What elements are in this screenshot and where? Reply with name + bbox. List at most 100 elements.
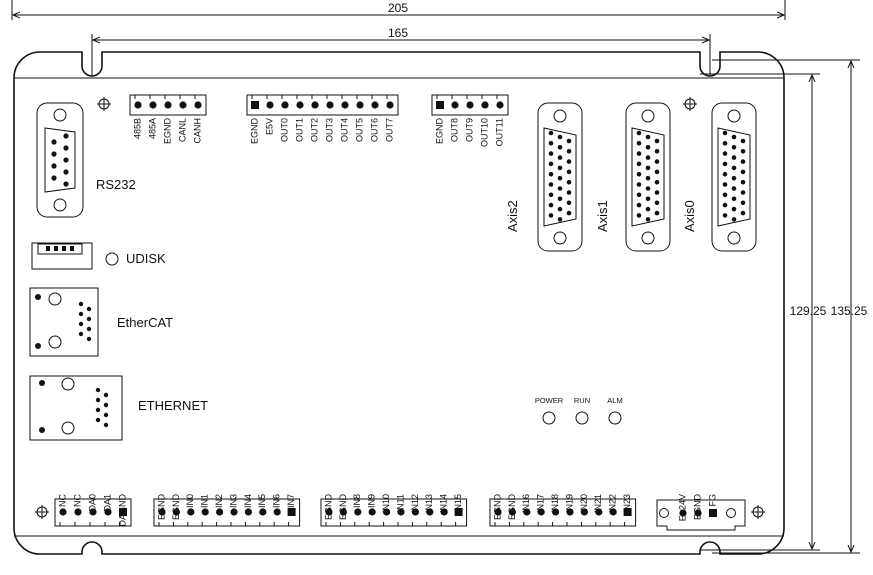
terminal-label: EGND bbox=[507, 494, 517, 521]
dim-width-outer: 205 bbox=[388, 1, 408, 15]
terminal-pin bbox=[104, 508, 112, 516]
ethernet-label: ETHERNET bbox=[138, 398, 208, 413]
terminal-pin bbox=[371, 101, 379, 109]
terminal-pin bbox=[508, 508, 516, 516]
mount-cross-top-right bbox=[683, 97, 697, 111]
terminal-pin bbox=[566, 508, 574, 516]
axis2-label: Axis2 bbox=[505, 200, 520, 232]
terminal-pin bbox=[179, 101, 187, 109]
udisk-label: UDISK bbox=[126, 251, 166, 266]
terminal-label: E+24V bbox=[677, 494, 687, 521]
terminal-pin bbox=[325, 508, 333, 516]
terminal-pin bbox=[273, 508, 281, 516]
terminal-pin bbox=[194, 101, 202, 109]
terminal-label: IN19 bbox=[564, 494, 574, 513]
terminal-pin bbox=[341, 101, 349, 109]
terminal-pin bbox=[149, 101, 157, 109]
terminal-label: IN17 bbox=[536, 494, 546, 513]
terminal-pin bbox=[216, 508, 224, 516]
board-outline bbox=[13, 51, 785, 555]
terminal-pin bbox=[354, 508, 362, 516]
terminal-pin bbox=[623, 508, 632, 516]
terminal-label: IN16 bbox=[521, 494, 531, 513]
power-led bbox=[542, 411, 556, 425]
terminal-label: EGND bbox=[692, 494, 702, 521]
terminal-pin bbox=[296, 101, 304, 109]
terminal-pin bbox=[466, 101, 474, 109]
terminal-label: IN12 bbox=[410, 494, 420, 513]
rs232-connector bbox=[36, 102, 84, 218]
terminal-label: IN14 bbox=[439, 494, 449, 513]
axis1-connector bbox=[625, 102, 671, 252]
terminal-label: OUT9 bbox=[464, 118, 474, 142]
terminal-pin bbox=[134, 101, 142, 109]
terminal-label: EGND bbox=[162, 118, 172, 145]
terminal-label: EGND bbox=[323, 494, 333, 521]
terminal-pin bbox=[259, 508, 267, 516]
terminal-pin bbox=[397, 508, 405, 516]
terminal-pin bbox=[595, 508, 603, 516]
terminal-label: OUT5 bbox=[354, 118, 364, 142]
terminal-pin bbox=[339, 508, 347, 516]
terminal-label: OUT7 bbox=[384, 118, 394, 142]
terminal-label: 485B bbox=[132, 118, 142, 139]
terminal-pin bbox=[481, 101, 489, 109]
power-led-label: POWER bbox=[535, 396, 564, 405]
terminal-label: OUT4 bbox=[339, 118, 349, 142]
terminal-label: IN4 bbox=[243, 494, 253, 508]
terminal-label: OUT11 bbox=[494, 118, 504, 146]
alm-led bbox=[608, 411, 622, 425]
terminal-pin bbox=[201, 508, 209, 516]
terminal-pin bbox=[494, 508, 502, 516]
terminal-label: IN2 bbox=[214, 494, 224, 508]
terminal-label: IN0 bbox=[185, 494, 195, 508]
terminal-label: OUT6 bbox=[369, 118, 379, 142]
terminal-pin bbox=[158, 508, 166, 516]
terminal-pin bbox=[59, 508, 67, 516]
terminal-label: 485A bbox=[147, 118, 157, 139]
alm-led-label: ALM bbox=[607, 396, 622, 405]
terminal-label: OUT0 bbox=[279, 118, 289, 142]
terminal-pin bbox=[266, 101, 274, 109]
terminal-label: IN5 bbox=[257, 494, 267, 508]
terminal-pin bbox=[386, 101, 394, 109]
terminal-pin bbox=[426, 508, 434, 516]
terminal-pin bbox=[537, 508, 545, 516]
dimension-lines bbox=[11, 0, 860, 554]
ethernet-port bbox=[29, 375, 123, 441]
terminal-label: EGND bbox=[338, 494, 348, 521]
terminal-pin bbox=[311, 101, 319, 109]
dim-height-outer: 135.25 bbox=[831, 304, 868, 318]
terminal-pin bbox=[326, 101, 334, 109]
terminal-pin bbox=[89, 508, 97, 516]
terminal-label: DAGND bbox=[117, 494, 127, 527]
terminal-pin bbox=[694, 509, 702, 517]
terminal-label: EGND bbox=[492, 494, 502, 521]
terminal-label: EGND bbox=[249, 118, 259, 145]
terminal-label: EGND bbox=[171, 494, 181, 521]
terminal-power: E+24V EGND FG bbox=[656, 494, 746, 531]
mount-cross-top-left bbox=[97, 97, 111, 111]
terminal-label: IN22 bbox=[608, 494, 618, 513]
terminal-label: FG bbox=[707, 494, 717, 507]
mount-cross-bottom-right bbox=[751, 505, 765, 519]
terminal-label: EGND bbox=[156, 494, 166, 521]
terminal-pin bbox=[356, 101, 364, 109]
terminal-label: IN11 bbox=[395, 494, 405, 512]
ethercat-port bbox=[29, 287, 99, 357]
axis2-connector bbox=[537, 102, 583, 252]
terminal-label: CANL bbox=[177, 118, 187, 142]
run-led bbox=[575, 411, 589, 425]
terminal-label: OUT8 bbox=[449, 118, 459, 142]
terminal-label: NC bbox=[72, 494, 82, 507]
terminal-pin bbox=[709, 509, 717, 517]
terminal-label: IN1 bbox=[200, 494, 210, 508]
terminal-pin bbox=[523, 508, 531, 516]
